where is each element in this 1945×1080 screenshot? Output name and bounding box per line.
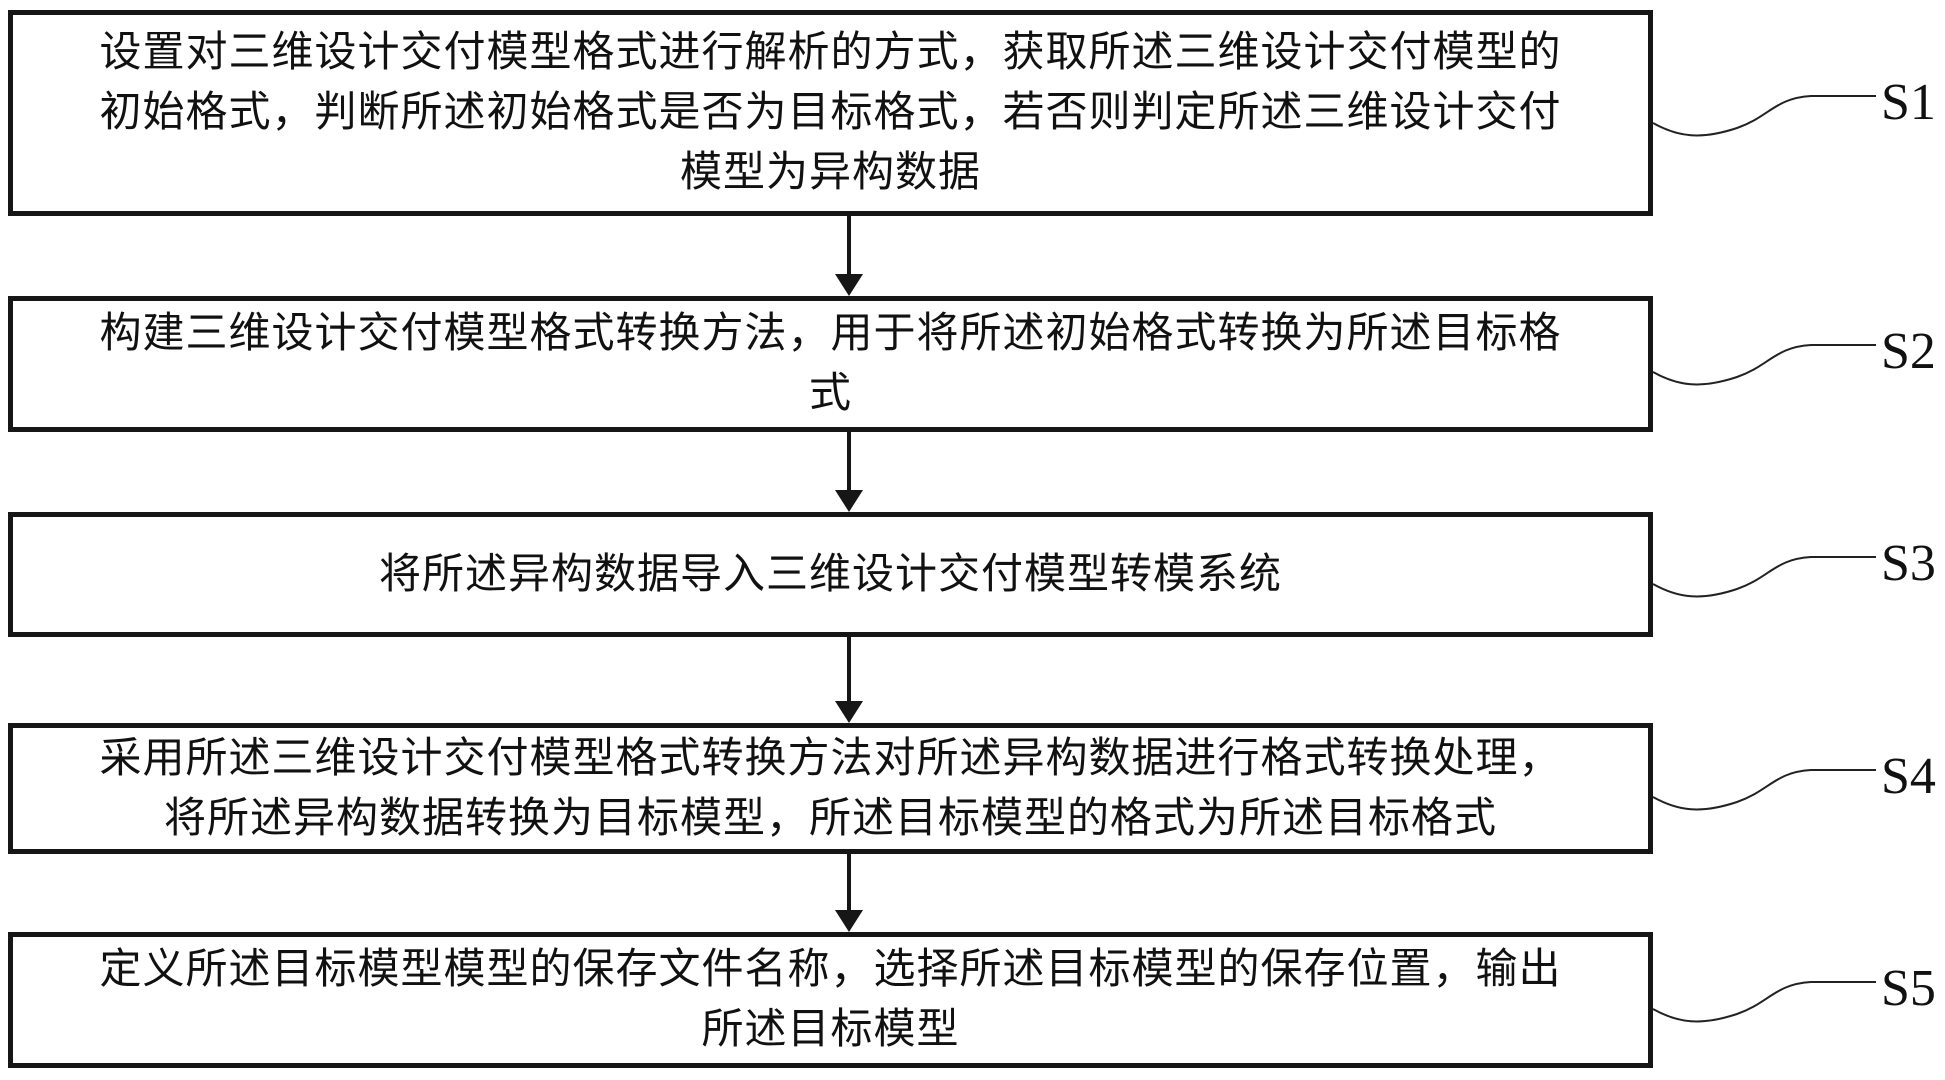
- s1-connector-line: [1653, 84, 1878, 144]
- flow-arrow-1: [835, 216, 863, 296]
- step-label-s3: S3: [1881, 535, 1936, 592]
- arrow-shaft: [847, 216, 851, 276]
- step-text-line: 定义所述目标模型模型的保存文件名称，选择所述目标模型的保存位置，输出: [99, 947, 1562, 993]
- step-text-line: 模型为异构数据: [679, 150, 981, 196]
- flow-arrow-2: [835, 432, 863, 512]
- arrow-shaft: [847, 637, 851, 703]
- step-label-s1: S1: [1881, 74, 1936, 131]
- step-box-s4: 采用所述三维设计交付模型格式转换方法对所述异构数据进行格式转换处理， 将所述异构…: [8, 723, 1653, 854]
- step-text-line: 将所述异构数据导入三维设计交付模型转模系统: [378, 551, 1282, 598]
- arrow-head-icon: [835, 274, 863, 296]
- step-text-line: 式: [808, 371, 852, 417]
- step-text-line: 采用所述三维设计交付模型格式转换方法对所述异构数据进行格式转换处理，: [99, 735, 1562, 782]
- s3-connector-line: [1653, 545, 1878, 605]
- arrow-shaft: [847, 854, 851, 912]
- arrow-head-icon: [835, 490, 863, 512]
- step-text-line: 所述目标模型: [701, 1007, 960, 1053]
- arrow-head-icon: [835, 701, 863, 723]
- step-text-line: 初始格式，判断所述初始格式是否为目标格式，若否则判定所述三维设计交付: [99, 90, 1562, 136]
- flow-arrow-3: [835, 637, 863, 723]
- step-box-s5: 定义所述目标模型模型的保存文件名称，选择所述目标模型的保存位置，输出 所述目标模…: [8, 932, 1653, 1068]
- step-text-line: 构建三维设计交付模型格式转换方法，用于将所述初始格式转换为所述目标格: [99, 311, 1562, 357]
- s2-connector-line: [1653, 333, 1878, 393]
- s5-connector-line: [1653, 970, 1878, 1030]
- step-box-s2: 构建三维设计交付模型格式转换方法，用于将所述初始格式转换为所述目标格 式: [8, 296, 1653, 432]
- step-box-s1: 设置对三维设计交付模型格式进行解析的方式，获取所述三维设计交付模型的 初始格式，…: [8, 10, 1653, 216]
- step-box-s3: 将所述异构数据导入三维设计交付模型转模系统: [8, 512, 1653, 637]
- step-label-s2: S2: [1881, 323, 1936, 380]
- arrow-head-icon: [835, 910, 863, 932]
- step-label-s4: S4: [1881, 748, 1936, 805]
- step-text-line: 设置对三维设计交付模型格式进行解析的方式，获取所述三维设计交付模型的: [99, 30, 1562, 76]
- arrow-shaft: [847, 432, 851, 492]
- s4-connector-line: [1653, 758, 1878, 818]
- step-text-line: 将所述异构数据转换为目标模型，所述目标模型的格式为所述目标格式: [163, 795, 1497, 842]
- flow-arrow-4: [835, 854, 863, 932]
- step-label-s5: S5: [1881, 960, 1936, 1017]
